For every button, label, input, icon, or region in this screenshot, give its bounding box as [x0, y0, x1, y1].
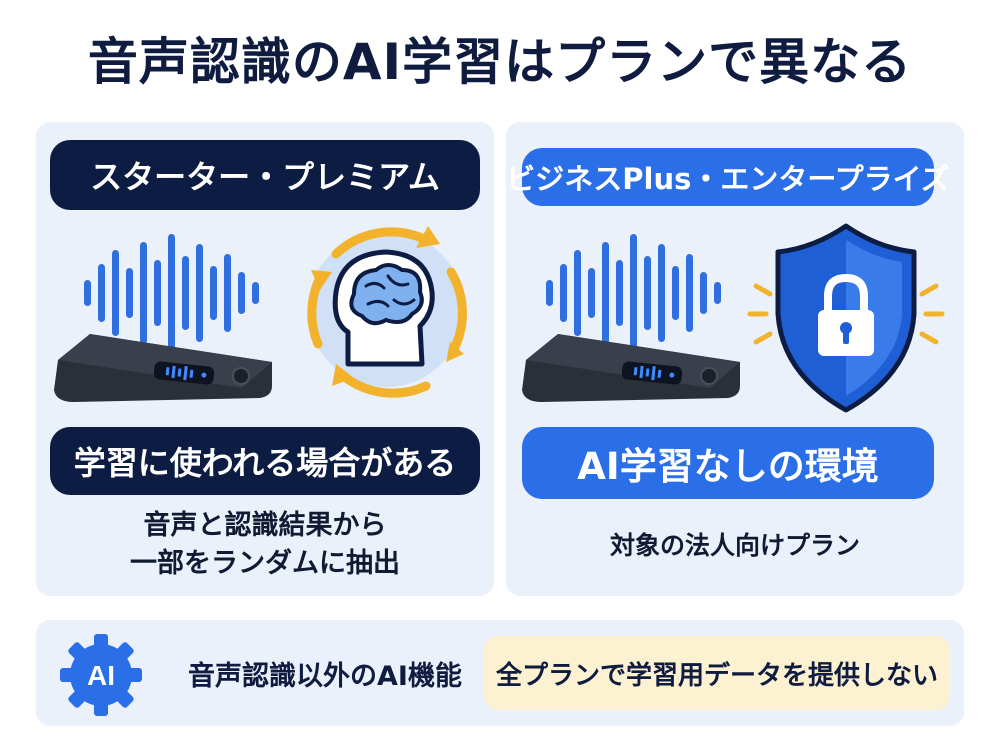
recorder-device-icon	[54, 334, 272, 402]
other-ai-features-label: 音声認識以外のAI機能	[188, 661, 462, 692]
gear-text: AI	[87, 660, 115, 691]
right-illustration	[522, 223, 945, 413]
right-caption: 対象の法人向けプラン	[609, 531, 860, 560]
brain-learning-cycle-icon	[307, 226, 467, 398]
recorder-device-icon	[522, 334, 740, 402]
status-label-no-ai-training: AI学習なしの環境	[522, 427, 934, 499]
sound-wave-icon	[84, 234, 259, 352]
right-plan-panel: ビジネスPlus・エンタープライズ	[506, 122, 964, 596]
page-title: 音声認識のAI学習はプランで異なる	[87, 33, 913, 91]
plan-label-business-enterprise: ビジネスPlus・エンタープライズ	[506, 148, 950, 206]
no-training-data-note: 全プランで学習用データを提供しない	[484, 636, 950, 710]
left-illustration	[54, 226, 467, 402]
shield-lock-icon	[747, 223, 945, 413]
left-plan-panel: スターター・プレミアム	[36, 122, 494, 596]
left-caption: 音声と認識結果から 一部をランダムに抽出	[36, 507, 494, 583]
sound-wave-icon	[546, 234, 721, 352]
ai-gear-icon: AI	[60, 634, 142, 716]
plan-label-starter-premium: スターター・プレミアム	[50, 140, 480, 210]
left-caption-line-1: 音声と認識結果から	[143, 510, 387, 541]
left-caption-line-2: 一部をランダムに抽出	[130, 548, 400, 579]
status-label-may-be-used: 学習に使われる場合がある	[50, 427, 480, 495]
other-ai-features-bar: AI 音声認識以外のAI機能 全プランで学習用データを提供しない	[36, 620, 964, 726]
